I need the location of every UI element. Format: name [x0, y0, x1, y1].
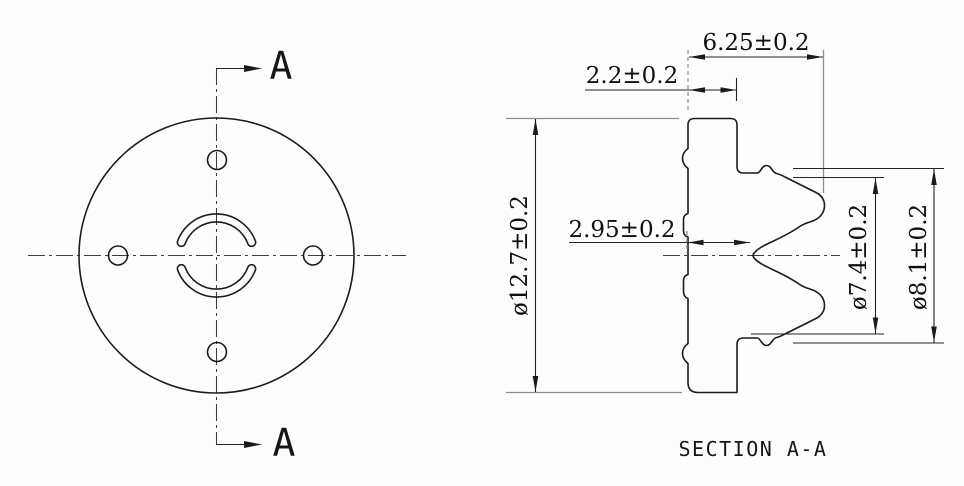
- section-letter-bottom: A: [273, 421, 296, 465]
- dim-text-step-width: 2.2±0.2: [586, 63, 678, 89]
- arrowhead-down: [532, 376, 539, 392]
- dim-groove-diameter: ø7.4±0.2: [751, 176, 884, 335]
- section-view: 6.25±0.2 2.2±0.2 2.95±0.2 ø12.7±0.2: [506, 30, 944, 461]
- section-cut-indicator-top: A: [216, 44, 293, 88]
- dim-text-outer-diameter: ø12.7±0.2: [507, 195, 533, 316]
- dim-outer-diameter: ø12.7±0.2: [506, 117, 682, 394]
- arrowhead-up: [532, 119, 539, 135]
- section-title: SECTION A-A: [679, 437, 828, 461]
- cut-arrowhead-bottom: [244, 441, 262, 448]
- dim-hub-depth: 2.95±0.2: [568, 217, 750, 253]
- dim-text-flange-width: 6.25±0.2: [702, 30, 809, 56]
- arc-slot-lower: [176, 263, 257, 298]
- dim-step-width: 2.2±0.2: [585, 63, 738, 101]
- arrowhead-right: [734, 239, 750, 246]
- dim-lip-diameter: ø8.1±0.2: [793, 167, 944, 344]
- mounting-hole-top: [206, 149, 228, 171]
- arrowhead-left: [687, 239, 704, 246]
- arrowhead-right: [720, 87, 737, 93]
- front-view: A A: [28, 44, 406, 465]
- mounting-hole-left: [107, 245, 129, 266]
- section-letter-top: A: [270, 44, 293, 88]
- arc-slot-upper: [176, 213, 257, 248]
- arrowhead-up: [931, 169, 937, 185]
- section-profile: [681, 117, 826, 394]
- dim-text-hub-depth: 2.95±0.2: [568, 217, 675, 243]
- dim-text-lip-diameter: ø8.1±0.2: [906, 204, 932, 310]
- arrowhead-up: [872, 178, 879, 194]
- mounting-hole-bottom: [206, 341, 228, 363]
- dim-text-groove-diameter: ø7.4±0.2: [846, 204, 872, 310]
- arrowhead-left: [689, 54, 705, 60]
- arrowhead-down: [931, 326, 937, 343]
- arrowhead-down: [872, 317, 879, 334]
- part-outline-circle: [78, 117, 355, 394]
- mounting-hole-right: [302, 245, 324, 266]
- dim-flange-width: 6.25±0.2: [687, 30, 825, 193]
- cut-arrowhead-top: [244, 65, 262, 72]
- arrowhead-left: [689, 87, 705, 93]
- section-cut-indicator-bottom: A: [217, 421, 296, 465]
- arrowhead-right: [807, 54, 823, 60]
